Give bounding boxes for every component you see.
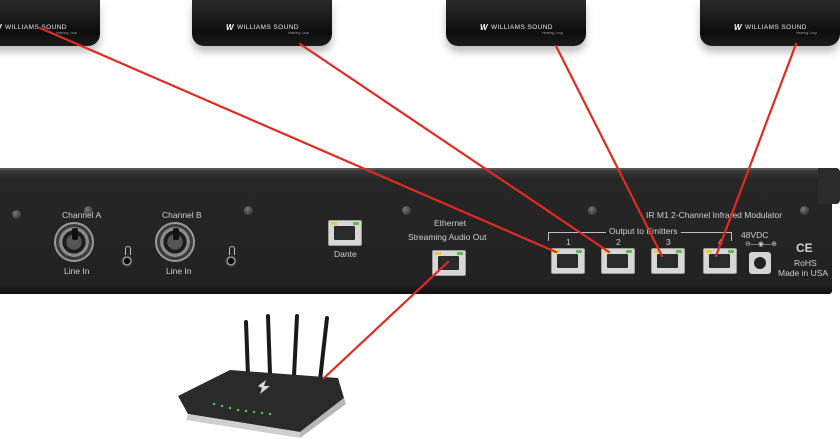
router-body [178, 370, 344, 432]
cables [38, 26, 798, 380]
output-port-3[interactable] [651, 248, 685, 274]
dc-power-jack[interactable] [749, 252, 771, 274]
w-logo-icon: W [734, 22, 742, 32]
radiator-brand: WILLIAMS SOUND [236, 23, 299, 31]
wifi-router [178, 314, 346, 438]
line-in-a-label: Line In [64, 266, 90, 276]
w-logo-icon: W [0, 23, 2, 32]
cable-radiator-1 [38, 26, 558, 254]
router-antenna [292, 314, 299, 378]
power-label: 48VDC [741, 230, 769, 240]
screw-icon [588, 206, 597, 215]
channel-b-label: Channel B [162, 210, 202, 220]
radiator-sub: Hearing Loop [542, 31, 564, 35]
made-in-label: Made in USA [778, 268, 829, 278]
router-base [186, 414, 300, 438]
radiator-brand: WILLIAMS SOUND [4, 23, 67, 31]
w-logo-icon: W [480, 22, 488, 32]
router-antenna [244, 320, 250, 378]
output-label: Output to Emitters [606, 226, 681, 236]
radiator-sub: Hearing Loop [796, 31, 818, 35]
output-port-number: 1 [566, 237, 571, 247]
router-antenna [266, 314, 272, 376]
router-leds [212, 402, 272, 416]
output-port-4[interactable] [703, 248, 737, 274]
router-base [300, 398, 346, 438]
xlr-combo-jack-b[interactable] [155, 222, 195, 262]
cable-radiator-2 [298, 42, 611, 254]
dante-label: Dante [334, 249, 357, 259]
screw-icon [402, 206, 411, 215]
screw-icon [244, 206, 253, 215]
cable-radiator-3 [554, 44, 664, 258]
output-port-number: 3 [666, 237, 671, 247]
ce-mark: CE [796, 241, 813, 255]
xlr-combo-jack-a[interactable] [54, 222, 94, 262]
radiator-brand: WILLIAMS SOUND [490, 23, 553, 31]
w-logo-icon: W [226, 22, 234, 32]
trs-jack-b[interactable] [225, 246, 237, 268]
cable-radiator-4 [714, 42, 798, 258]
polarity-icon: ⊖—◉—⊕ [745, 241, 777, 248]
radiator-brand: WILLIAMS SOUND [744, 23, 807, 31]
cable-router [322, 260, 450, 380]
router-logo-icon [258, 380, 270, 394]
output-port-number: 2 [616, 237, 621, 247]
screw-icon [800, 206, 809, 215]
router-antenna [318, 316, 329, 382]
radiator-sub: Hearing Loop [288, 31, 310, 35]
trs-jack-a[interactable] [121, 246, 133, 268]
ethernet-label: Ethernet [434, 218, 467, 228]
radiator-sub: Hearing Loop [56, 31, 78, 35]
model-label: IR M1 2-Channel Infrared Modulator [646, 210, 783, 220]
dante-port[interactable] [328, 220, 362, 246]
screw-icon [84, 206, 93, 215]
rohs-label: RoHS [794, 258, 817, 268]
streaming-label: Streaming Audio Out [408, 232, 487, 242]
channel-a-label: Channel A [62, 210, 102, 220]
rack-ear [818, 168, 840, 204]
line-in-b-label: Line In [166, 266, 192, 276]
modulator-rear-panel [0, 168, 832, 294]
screw-icon [12, 210, 21, 219]
